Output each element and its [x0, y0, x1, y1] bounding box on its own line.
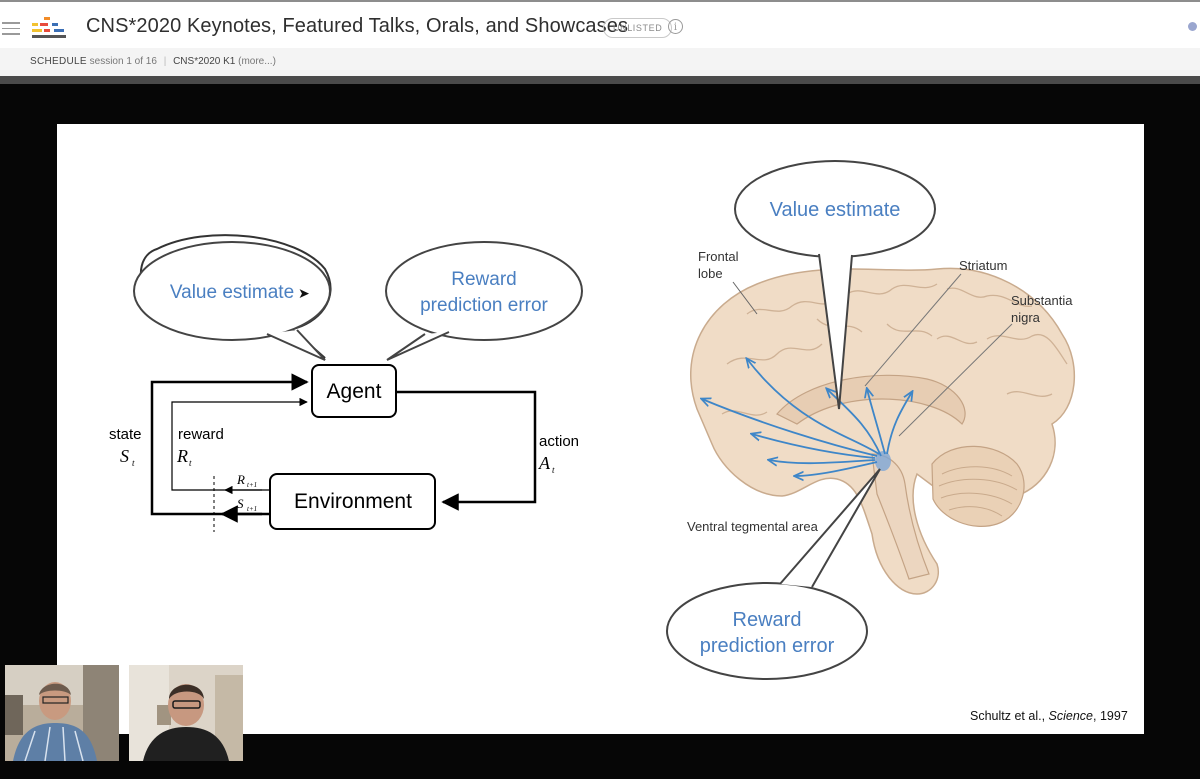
breadcrumb-schedule-link[interactable]: SCHEDULE [30, 56, 87, 67]
top-bar: CNS*2020 Keynotes, Featured Talks, Orals… [0, 0, 1200, 48]
participant-video-2[interactable] [129, 665, 243, 761]
cerebellum [931, 445, 1025, 527]
striatum-leader [864, 273, 962, 387]
state-arrow [150, 373, 309, 516]
page-title: CNS*2020 Keynotes, Featured Talks, Orals… [86, 15, 629, 37]
breadcrumb-talk[interactable]: CNS*2020 K1 [173, 56, 236, 67]
player-top-strip [0, 76, 1200, 84]
breadcrumb: SCHEDULE session 1 of 16 | CNS*2020 K1 (… [0, 48, 1200, 77]
breadcrumb-separator: | [163, 56, 167, 67]
participant-2-image [129, 665, 243, 761]
rpe-bubble-right-tail [779, 468, 881, 588]
substantia-label-2: nigra [1011, 310, 1041, 325]
s-next-sub: t+1 [247, 505, 257, 513]
breadcrumb-session[interactable]: session 1 of 16 [89, 56, 157, 67]
rpe-bubble-right [666, 582, 868, 680]
participant-video-1[interactable] [5, 665, 119, 761]
vta-label: Ventral tegmental area [687, 519, 819, 534]
value-estimate-text: Value estimate [170, 282, 294, 303]
reward-sub: t [189, 458, 192, 468]
substantia-leader [898, 323, 1013, 437]
environment-box [269, 473, 436, 530]
info-icon[interactable]: i [668, 19, 683, 34]
dopamine-pathways [702, 359, 912, 476]
environment-label: Environment [294, 490, 412, 513]
citation: Schultz et al., Science, 1997 [970, 709, 1128, 723]
user-avatar-icon[interactable] [1188, 22, 1197, 31]
rpe-right-line1: Reward [733, 609, 802, 631]
breadcrumb-more-link[interactable]: (more...) [238, 56, 276, 67]
unlisted-badge: UNLISTED [603, 18, 673, 38]
value-estimate-bubble-outline [133, 241, 331, 341]
brain-figure: Value estimate Reward prediction error F… [666, 160, 1075, 680]
substantia-label-1: Substantia [1011, 293, 1073, 308]
menu-icon[interactable] [2, 22, 20, 39]
state-label: state [109, 426, 142, 443]
app-logo-icon[interactable] [32, 16, 68, 38]
reward-label: reward [178, 426, 224, 443]
reward-prediction-bubble-tail [386, 331, 450, 361]
r-next-symbol: R [236, 472, 245, 487]
rl-diagram: Value estimate ➤ Reward prediction error… [109, 234, 583, 532]
mouse-cursor-icon: ➤ [298, 285, 310, 301]
action-arrow [396, 390, 537, 511]
reward-prediction-bubble [385, 241, 583, 341]
slide-canvas: Value estimate ➤ Reward prediction error… [109, 160, 1075, 680]
rpe-text-line2: prediction error [420, 295, 548, 316]
vta-marker [875, 451, 891, 471]
agent-label: Agent [327, 380, 382, 403]
cerebellum-folds [938, 466, 1018, 517]
action-symbol: A [538, 453, 551, 473]
value-estimate-bubble-right-tail [818, 253, 853, 410]
rpe-right-line2: prediction error [700, 635, 835, 657]
value-estimate-right-text: Value estimate [770, 199, 901, 221]
state-sub: t [132, 458, 135, 468]
reward-arrow [171, 397, 308, 491]
value-estimate-bubble-tail [266, 329, 326, 361]
citation-year: , 1997 [1093, 709, 1128, 723]
r-next-sub: t+1 [247, 481, 257, 489]
reward-symbol: R [176, 446, 188, 466]
participant-1-image [5, 665, 119, 761]
citation-authors: Schultz et al., [970, 709, 1046, 723]
frontal-label-2: lobe [698, 266, 723, 281]
frontal-label-1: Frontal [698, 249, 739, 264]
striatum-label: Striatum [959, 258, 1007, 273]
action-sub: t [552, 465, 555, 475]
brainstem [871, 453, 930, 580]
rpe-text-line1: Reward [451, 269, 516, 290]
action-label: action [539, 433, 579, 450]
citation-journal: Science [1048, 709, 1094, 723]
s-next-symbol: S [237, 496, 244, 511]
frontal-leader [732, 281, 758, 315]
state-symbol: S [120, 446, 129, 466]
presentation-slide: Value estimate ➤ Reward prediction error… [57, 124, 1144, 734]
corpus-callosum [776, 374, 966, 425]
